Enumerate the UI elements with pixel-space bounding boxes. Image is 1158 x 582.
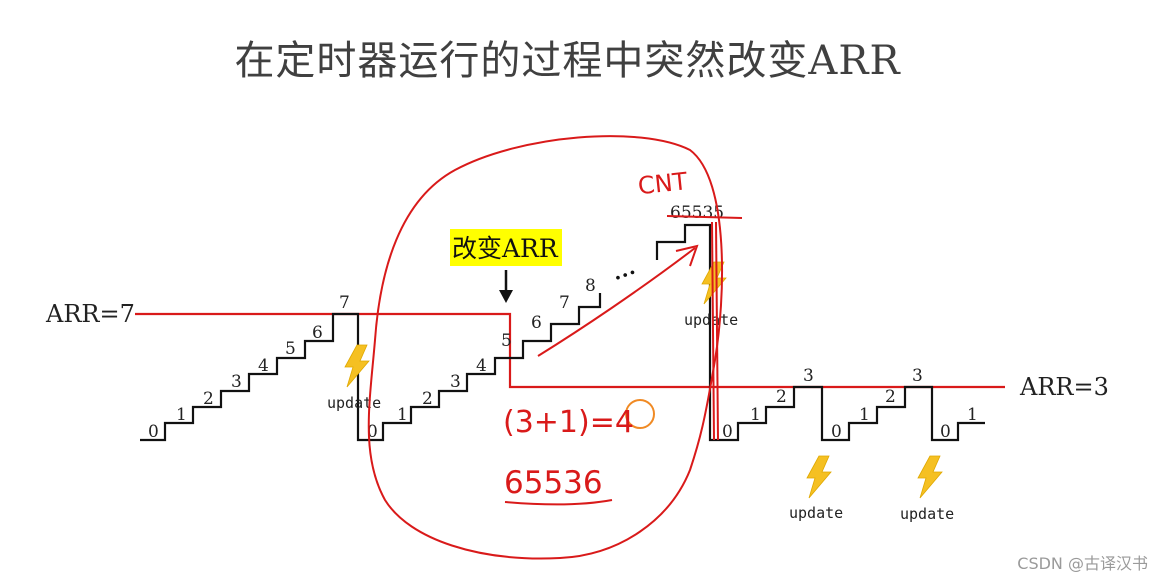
update-label: update	[684, 311, 738, 329]
step-label: 0	[940, 422, 951, 442]
formula-text: (3+1)=4	[503, 405, 634, 440]
step-label: 6	[531, 313, 542, 333]
step-label: 2	[422, 389, 433, 409]
step-label: 0	[367, 422, 378, 442]
lightning-icon	[806, 455, 832, 499]
hand-annotations	[367, 135, 743, 560]
step-label: 3	[450, 372, 461, 392]
step-label: 6	[312, 323, 323, 343]
down-arrow-icon	[499, 270, 513, 303]
continuation-dots: •••	[612, 265, 639, 287]
page-title: 在定时器运行的过程中突然改变ARR	[234, 38, 901, 84]
step-label: 1	[750, 405, 761, 425]
step-label: 2	[203, 389, 214, 409]
step-label: 5	[501, 331, 512, 351]
trend-arrow-head	[675, 244, 699, 267]
watermark: CSDN @古译汉书	[1017, 554, 1148, 573]
change-arr-highlight	[450, 229, 562, 266]
modulus-text: 65536	[504, 465, 603, 501]
step-label: 5	[285, 339, 296, 359]
counter-staircase	[140, 223, 985, 442]
step-label: 1	[397, 405, 408, 425]
formula-circle	[625, 399, 655, 429]
step-label: 4	[476, 356, 487, 376]
step-label: 3	[231, 372, 242, 392]
step-label: 8	[585, 276, 596, 296]
arr-right-label: ARR=3	[1019, 373, 1109, 401]
cnt-label: CNT	[637, 167, 689, 200]
cnt-drop-line	[711, 221, 715, 441]
arr-left-label: ARR=7	[45, 300, 135, 328]
step-label: 1	[967, 405, 978, 425]
cnt-top-line	[666, 215, 743, 219]
formula-underline	[504, 499, 613, 506]
step-label: 7	[559, 293, 570, 313]
step-label: 0	[722, 422, 733, 442]
lightning-icon	[917, 455, 943, 499]
update-label: update	[789, 504, 843, 522]
hand-loop	[367, 135, 724, 560]
step-label: 0	[148, 422, 159, 442]
step-label: 7	[339, 293, 350, 313]
step-label: 1	[176, 405, 187, 425]
arr-line	[135, 312, 1005, 389]
change-arr-label: 改变ARR	[452, 234, 559, 263]
step-label: 2	[885, 387, 896, 407]
step-label: 4	[258, 356, 269, 376]
step-label: 3	[912, 366, 923, 386]
step-label: 0	[831, 422, 842, 442]
update-label: update	[900, 505, 954, 523]
trend-arrow	[537, 247, 696, 357]
lightning-icon	[344, 344, 370, 388]
cnt-drop-line	[715, 221, 719, 441]
step-label: 2	[776, 387, 787, 407]
step-label: 3	[803, 366, 814, 386]
update-label: update	[327, 394, 381, 412]
step-label: 1	[859, 405, 870, 425]
